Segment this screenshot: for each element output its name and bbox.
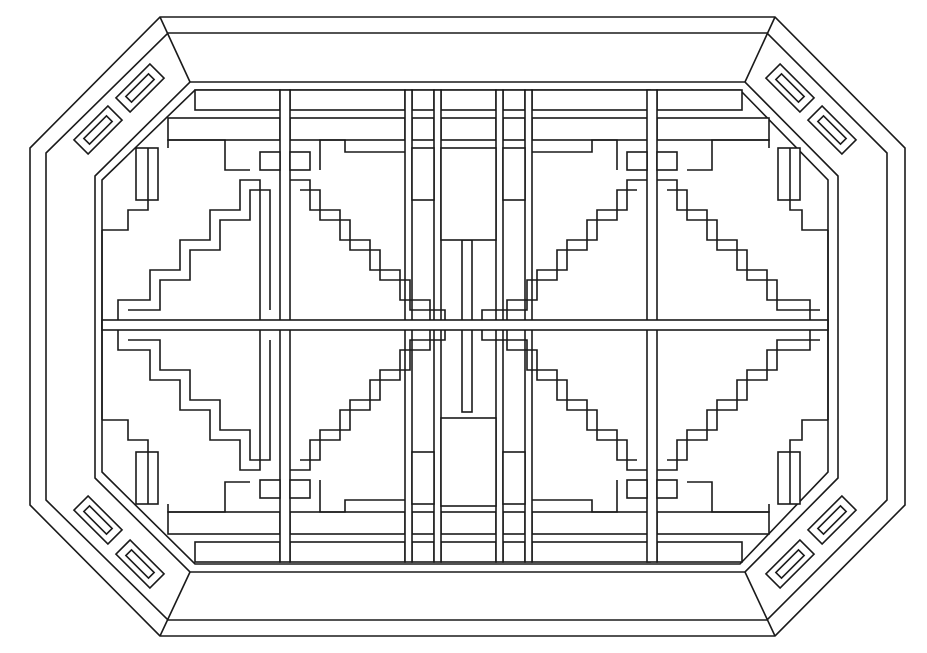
small-square [289, 151, 311, 171]
corner-cartouches [72, 16, 858, 637]
side-panel [502, 451, 526, 505]
small-square [626, 151, 648, 171]
top-band-bar [502, 117, 526, 141]
top-band-bar [440, 117, 497, 141]
small-square [656, 479, 678, 499]
fretwork-upper-right [657, 139, 828, 320]
corner-cartouche-top-left-outer [72, 104, 124, 156]
side-panel [411, 451, 435, 505]
corner-cartouche-bottom-left [72, 494, 124, 546]
lattice-grid [101, 89, 829, 563]
top-band-bar [289, 89, 406, 111]
top-band-bar [531, 89, 651, 111]
middle-transom [101, 319, 829, 331]
small-square [259, 151, 281, 171]
fretwork-lower-center-right [481, 330, 647, 513]
edge-post [135, 451, 159, 505]
bottom-band-bar [502, 541, 526, 563]
fretwork-upper-left [102, 139, 271, 320]
side-panel [411, 147, 435, 201]
bottom-band-bar [411, 511, 435, 535]
top-band-bar [289, 117, 406, 141]
bottom-band-bar [656, 511, 770, 535]
bottom-band-bar [531, 541, 651, 563]
corner-cartouche-top-left [114, 62, 166, 114]
center-lower-panel [440, 417, 497, 507]
top-band-bar [656, 89, 743, 111]
corner-cartouche-top-right-outer [806, 104, 858, 156]
edge-post [777, 451, 801, 505]
bottom-band-bar [502, 511, 526, 535]
top-band-bar [194, 89, 281, 111]
top-band-bar [167, 117, 281, 141]
bottom-band-bar [440, 511, 497, 535]
edge-post [135, 147, 159, 201]
corner-cartouche-bottom-left-outer [114, 538, 166, 590]
fretwork-upper-center-left [290, 139, 446, 320]
bottom-band-bar [167, 511, 281, 535]
top-band-bar [656, 117, 770, 141]
top-band-bar [411, 117, 435, 141]
small-square [259, 479, 281, 499]
top-band-bar [440, 89, 497, 111]
bottom-band-bar [531, 511, 651, 535]
small-square [656, 151, 678, 171]
bottom-band-bar [440, 541, 497, 563]
top-band-bar [411, 89, 435, 111]
fretwork-lower-center-left [290, 330, 446, 513]
top-band-bar [531, 117, 651, 141]
center-upper-panel [440, 147, 497, 241]
bottom-band-bar [289, 511, 406, 535]
small-square [626, 479, 648, 499]
edge-post [777, 147, 801, 201]
fretwork-lower-right [657, 330, 828, 513]
side-panel [502, 147, 526, 201]
fretwork-lower-left [102, 330, 271, 513]
bottom-band-bar [656, 541, 743, 563]
fretwork-upper-center-right [481, 139, 647, 320]
small-square [289, 479, 311, 499]
bottom-band-bar [194, 541, 281, 563]
corner-cartouche-bottom-right-outer [764, 538, 816, 590]
corner-cartouche-top-right [764, 62, 816, 114]
corner-cartouche-bottom-right [806, 494, 858, 546]
bottom-band-bar [411, 541, 435, 563]
top-band-bar [502, 89, 526, 111]
bottom-band-bar [289, 541, 406, 563]
